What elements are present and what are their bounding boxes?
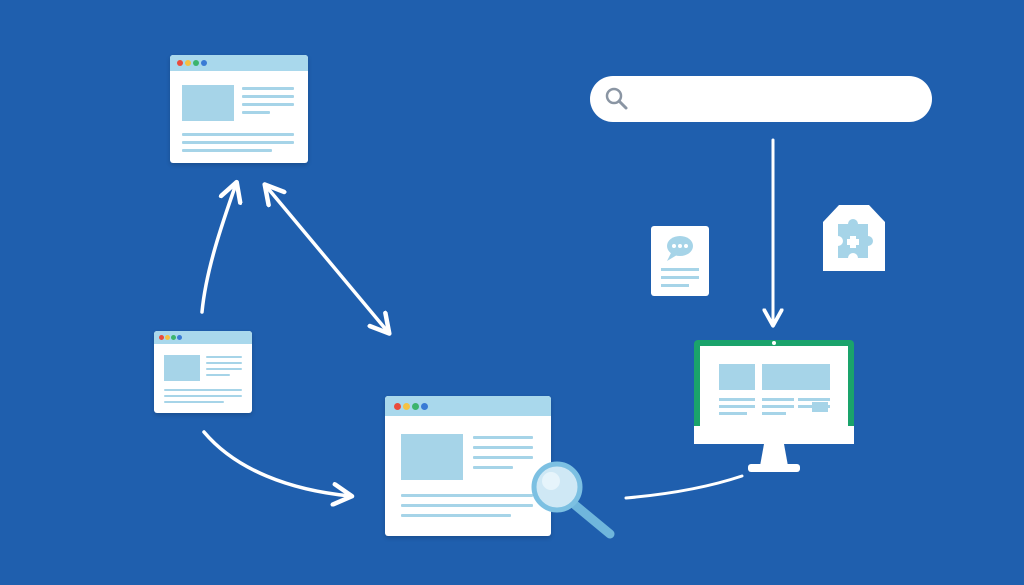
window-dot-red (394, 403, 401, 410)
monitor-graphic (694, 340, 854, 472)
text-line (473, 466, 513, 469)
window-title-bar (385, 396, 551, 416)
window-dot-yellow (185, 60, 191, 66)
text-line (206, 368, 242, 370)
arrow-left-window-to-bottom-window (202, 430, 350, 496)
text-line (401, 504, 533, 507)
image-placeholder (182, 85, 234, 121)
text-line (473, 436, 533, 439)
text-line (164, 401, 224, 403)
browser-window-left (154, 331, 252, 413)
chat-document-card (651, 226, 709, 296)
text-line (164, 395, 242, 397)
text-line (401, 514, 511, 517)
window-title-bar (170, 55, 308, 71)
arrow-top-window-to-center-window (266, 186, 388, 332)
window-dot-green (412, 403, 419, 410)
window-dot-green (171, 335, 176, 340)
connector-bottom-window-to-monitor (624, 474, 744, 500)
chat-bubble-icon (661, 236, 699, 287)
search-bar[interactable] (590, 76, 932, 122)
window-dot-red (159, 335, 164, 340)
image-placeholder (401, 434, 463, 480)
text-line (473, 456, 533, 459)
text-line (242, 87, 294, 90)
text-line (242, 95, 294, 98)
text-line (206, 374, 230, 376)
image-placeholder (164, 355, 200, 381)
window-dot-blue (421, 403, 428, 410)
window-dot-yellow (403, 403, 410, 410)
text-line (242, 103, 294, 106)
window-dot-red (177, 60, 183, 66)
window-dot-yellow (165, 335, 170, 340)
arrow-left-window-to-top-window (200, 184, 236, 314)
text-line (206, 356, 242, 358)
text-line (401, 494, 533, 497)
search-input[interactable] (634, 84, 918, 116)
browser-window-center (385, 396, 551, 536)
text-line (182, 141, 294, 144)
window-dot-blue (177, 335, 182, 340)
window-dot-blue (201, 60, 207, 66)
text-line (182, 133, 294, 136)
window-title-bar (154, 331, 252, 344)
browser-window-top (170, 55, 308, 163)
text-line (182, 149, 272, 152)
text-line (242, 111, 270, 114)
search-icon (605, 87, 628, 110)
text-line (164, 389, 242, 391)
window-dot-green (193, 60, 199, 66)
text-line (473, 446, 533, 449)
desktop-monitor-icon (694, 340, 854, 476)
text-line (206, 362, 242, 364)
